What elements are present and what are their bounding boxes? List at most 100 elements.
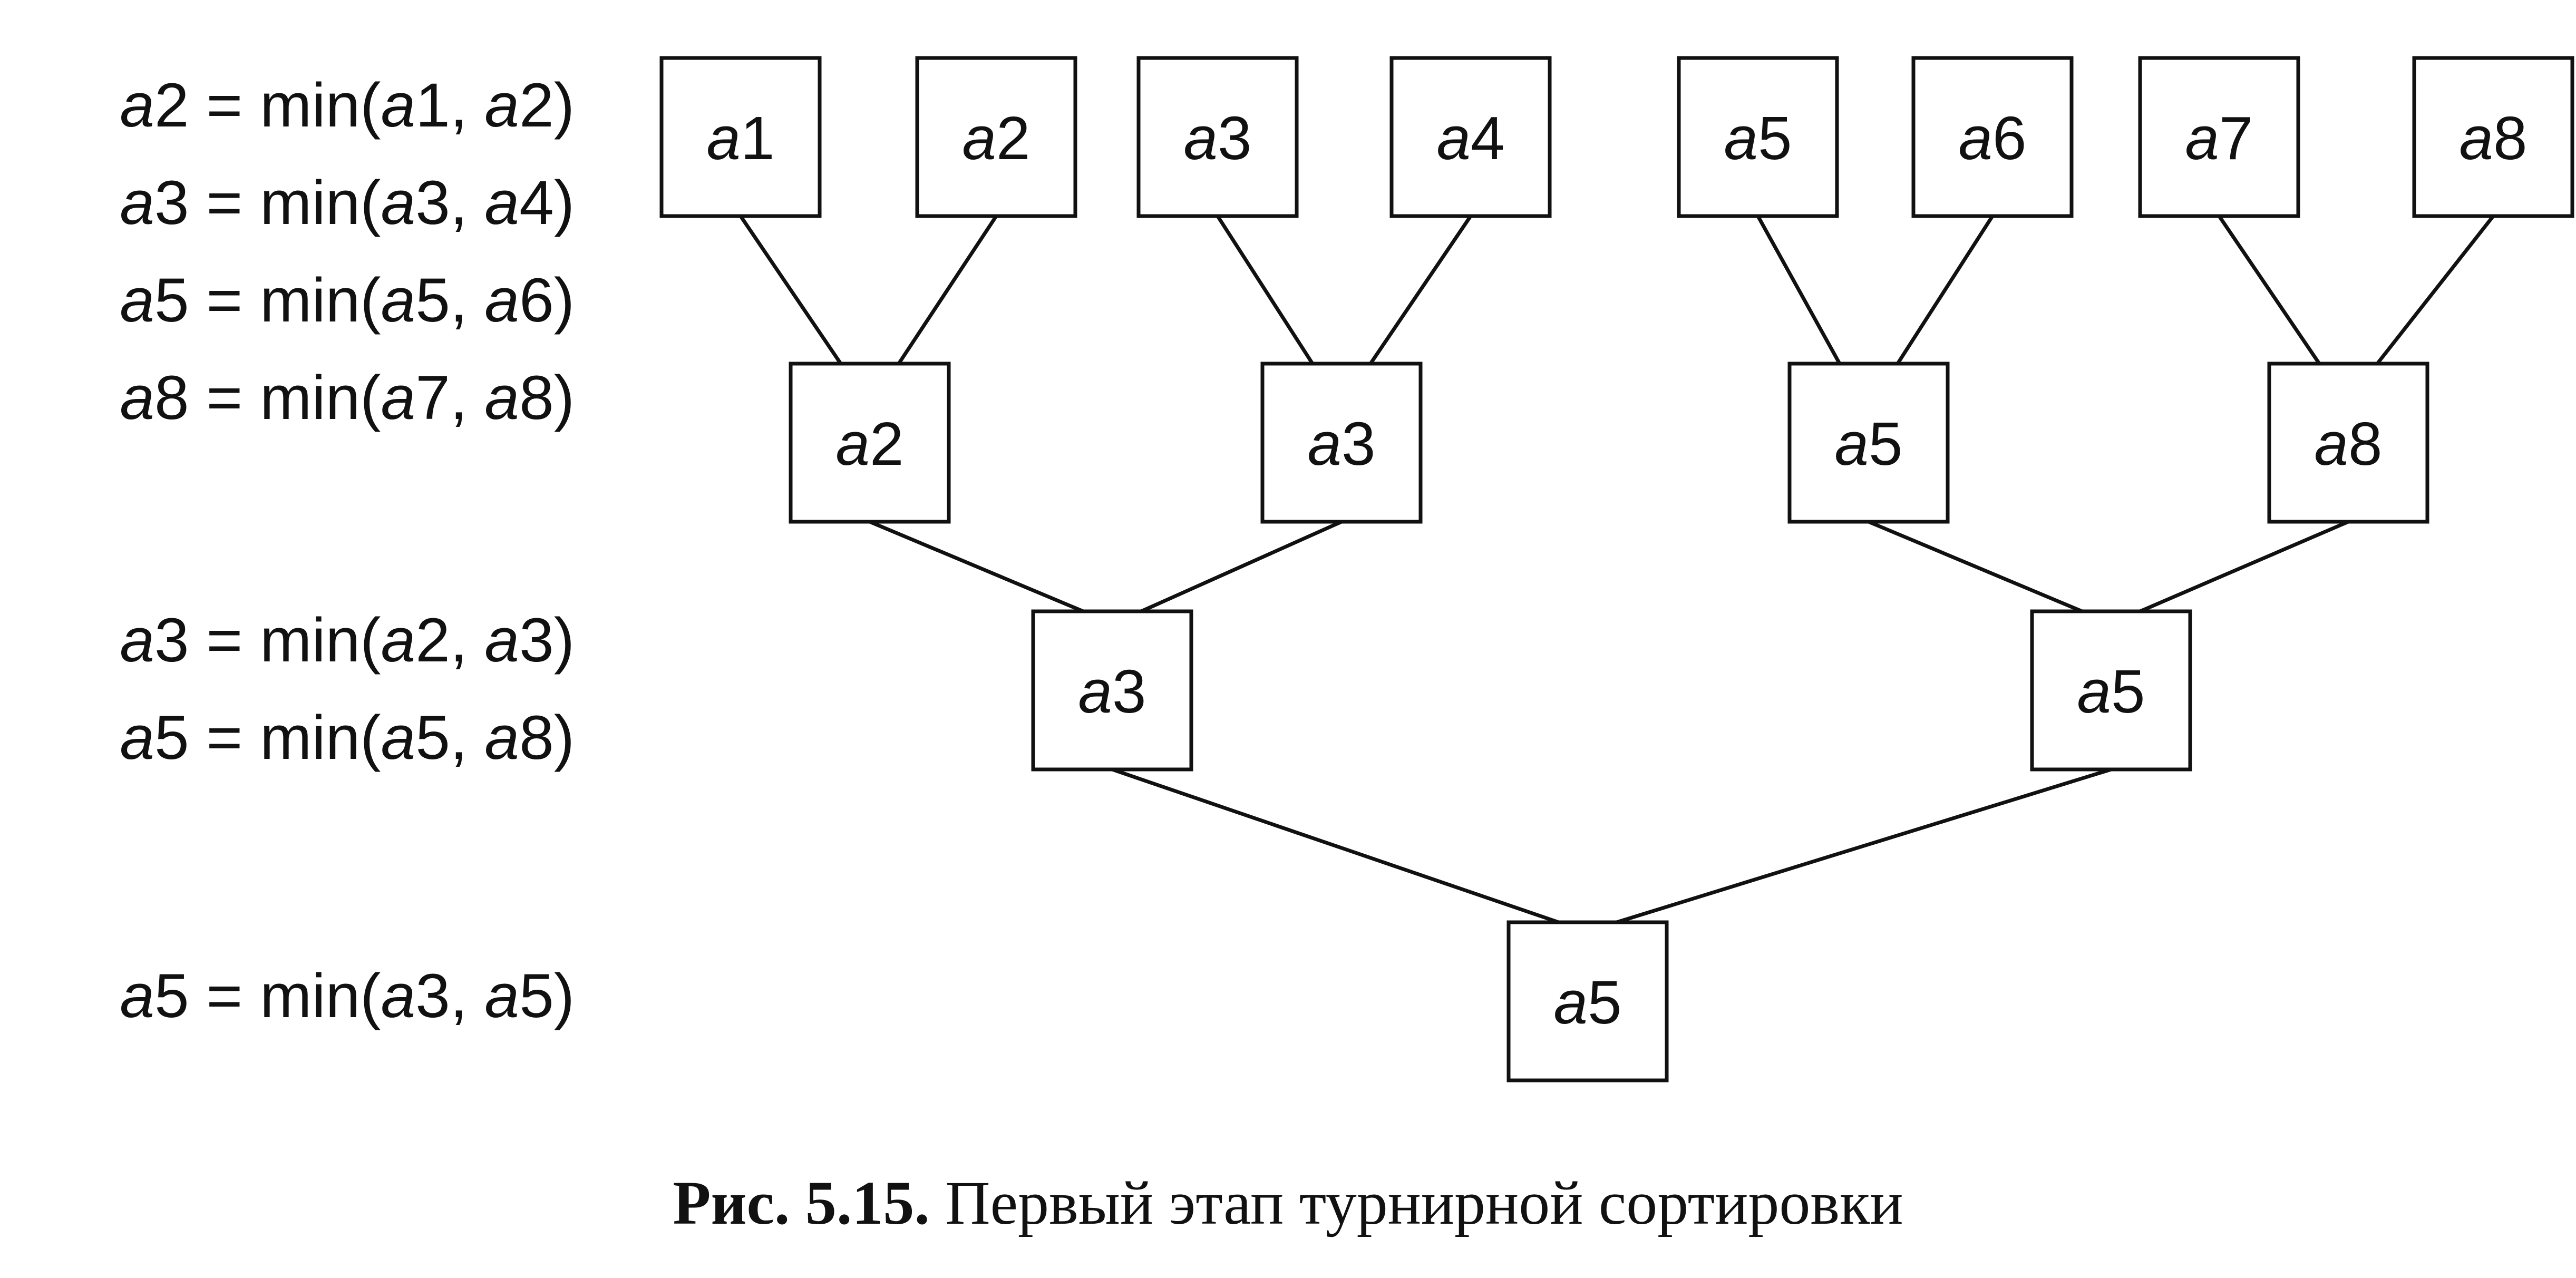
eq-sep: , xyxy=(450,703,485,773)
node-label-letter: a xyxy=(1436,104,1471,172)
node-label-letter: a xyxy=(1307,409,1342,478)
eq-arg2-letter: a xyxy=(484,961,519,1031)
edge-l0-n5-to-l1-n2 xyxy=(1896,215,1994,365)
eq-func: min( xyxy=(260,703,381,773)
node-label: a8 xyxy=(2459,104,2527,172)
node-label-index: 5 xyxy=(1869,409,1903,478)
eq-func: min( xyxy=(260,71,381,140)
eq-arg2-letter: a xyxy=(484,703,519,773)
node-label: a3 xyxy=(1183,104,1251,172)
node-box xyxy=(2267,362,2429,524)
eq-arg2-index: 5 xyxy=(519,961,554,1031)
eq-func: min( xyxy=(260,606,381,675)
eq-func: min( xyxy=(260,961,381,1031)
edge-l0-n6-to-l1-n3 xyxy=(2218,215,2321,365)
edge-l2-n1-to-l3-n0 xyxy=(1616,767,2112,924)
eq-arg2-index: 6 xyxy=(519,266,554,335)
edge-l0-n3-to-l1-n1 xyxy=(1369,215,1472,365)
eq-arg1-index: 7 xyxy=(415,363,450,433)
eq-arg1-letter: a xyxy=(381,606,416,675)
caption-label: Рис. 5.15. xyxy=(673,1168,930,1237)
eq-sep: , xyxy=(450,71,485,140)
eq-arg2-letter: a xyxy=(484,606,519,675)
node-label-index: 3 xyxy=(1342,409,1376,478)
eq-close: ) xyxy=(554,71,575,140)
node-label-index: 2 xyxy=(996,104,1031,172)
edge-l1-n0-to-l2-n0 xyxy=(869,520,1084,613)
eq-arg2-index: 8 xyxy=(519,703,554,773)
eq-arg1-index: 5 xyxy=(415,266,450,335)
node-box xyxy=(2412,56,2574,218)
eq-sep: , xyxy=(450,363,485,433)
node-box xyxy=(1260,362,1423,524)
eq-lhs-index: 2 xyxy=(154,71,189,140)
node-label: a5 xyxy=(1553,968,1621,1037)
eq-arg1-letter: a xyxy=(381,266,416,335)
node-label-index: 2 xyxy=(870,409,904,478)
eq-equals: = xyxy=(189,266,260,335)
eq-close: ) xyxy=(554,363,575,433)
eq-arg2-letter: a xyxy=(484,363,519,433)
node-label: a7 xyxy=(2185,104,2253,172)
tree-node-l2-n0: a3 xyxy=(1031,609,1193,772)
figure-caption: Рис. 5.15. Первый этап турнирной сортиро… xyxy=(0,1167,2576,1239)
node-box xyxy=(1677,56,1839,218)
edge-l0-n2-to-l1-n1 xyxy=(1216,215,1314,365)
node-label: a5 xyxy=(2077,657,2145,726)
eq-arg2-index: 8 xyxy=(519,363,554,433)
tree-node-l1-n0: a2 xyxy=(789,362,951,524)
tree-node-l0-n4: a5 xyxy=(1677,56,1839,218)
eq-sep: , xyxy=(450,266,485,335)
tree-node-l0-n3: a4 xyxy=(1389,56,1552,218)
node-label-letter: a xyxy=(706,104,741,172)
eq-equals: = xyxy=(189,606,260,675)
eq-func: min( xyxy=(260,363,381,433)
tree-node-l1-n2: a5 xyxy=(1787,362,1950,524)
edge-l0-n4-to-l1-n2 xyxy=(1756,215,1842,365)
eq-lhs-letter: a xyxy=(120,703,154,773)
node-label: a5 xyxy=(1724,104,1792,172)
node-box xyxy=(2030,609,2192,772)
node-label: a2 xyxy=(835,409,903,478)
node-box xyxy=(2138,56,2300,218)
edge-l1-n3-to-l2-n1 xyxy=(2139,520,2349,613)
eq-lhs-letter: a xyxy=(120,606,154,675)
eq-arg1-letter: a xyxy=(381,71,416,140)
eq-lhs-index: 8 xyxy=(154,363,189,433)
edge-l2-n0-to-l3-n0 xyxy=(1111,767,1560,924)
edge-l0-n7-to-l1-n3 xyxy=(2376,214,2495,365)
node-label-index: 8 xyxy=(2348,409,2383,478)
tree-node-l0-n1: a2 xyxy=(915,56,1077,218)
node-box xyxy=(1031,609,1193,772)
eq-equals: = xyxy=(189,363,260,433)
eq-close: ) xyxy=(554,961,575,1031)
node-box xyxy=(1506,920,1669,1082)
node-label-index: 6 xyxy=(1992,104,2027,172)
node-label-letter: a xyxy=(2185,104,2219,172)
node-label: a3 xyxy=(1078,657,1146,726)
eq-close: ) xyxy=(554,606,575,675)
node-label-letter: a xyxy=(962,104,996,172)
eq-arg1-letter: a xyxy=(381,703,416,773)
node-label-letter: a xyxy=(1078,657,1112,726)
node-label-letter: a xyxy=(1183,104,1218,172)
equation-7: a5 = min(a3, a5) xyxy=(120,961,575,1031)
eq-arg2-letter: a xyxy=(484,266,519,335)
eq-arg1-index: 1 xyxy=(415,71,450,140)
eq-sep: , xyxy=(450,606,485,675)
node-label-letter: a xyxy=(1724,104,1758,172)
eq-arg1-letter: a xyxy=(381,961,416,1031)
eq-close: ) xyxy=(554,168,575,238)
tree-node-l0-n5: a6 xyxy=(1911,56,2074,218)
tree-node-l0-n6: a7 xyxy=(2138,56,2300,218)
node-label-letter: a xyxy=(1958,104,1992,172)
eq-arg2-index: 4 xyxy=(519,168,554,238)
node-label: a3 xyxy=(1307,409,1375,478)
node-label-index: 4 xyxy=(1471,104,1505,172)
eq-lhs-letter: a xyxy=(120,266,154,335)
eq-equals: = xyxy=(189,71,260,140)
eq-arg2-index: 3 xyxy=(519,606,554,675)
eq-equals: = xyxy=(189,168,260,238)
eq-arg1-letter: a xyxy=(381,168,416,238)
